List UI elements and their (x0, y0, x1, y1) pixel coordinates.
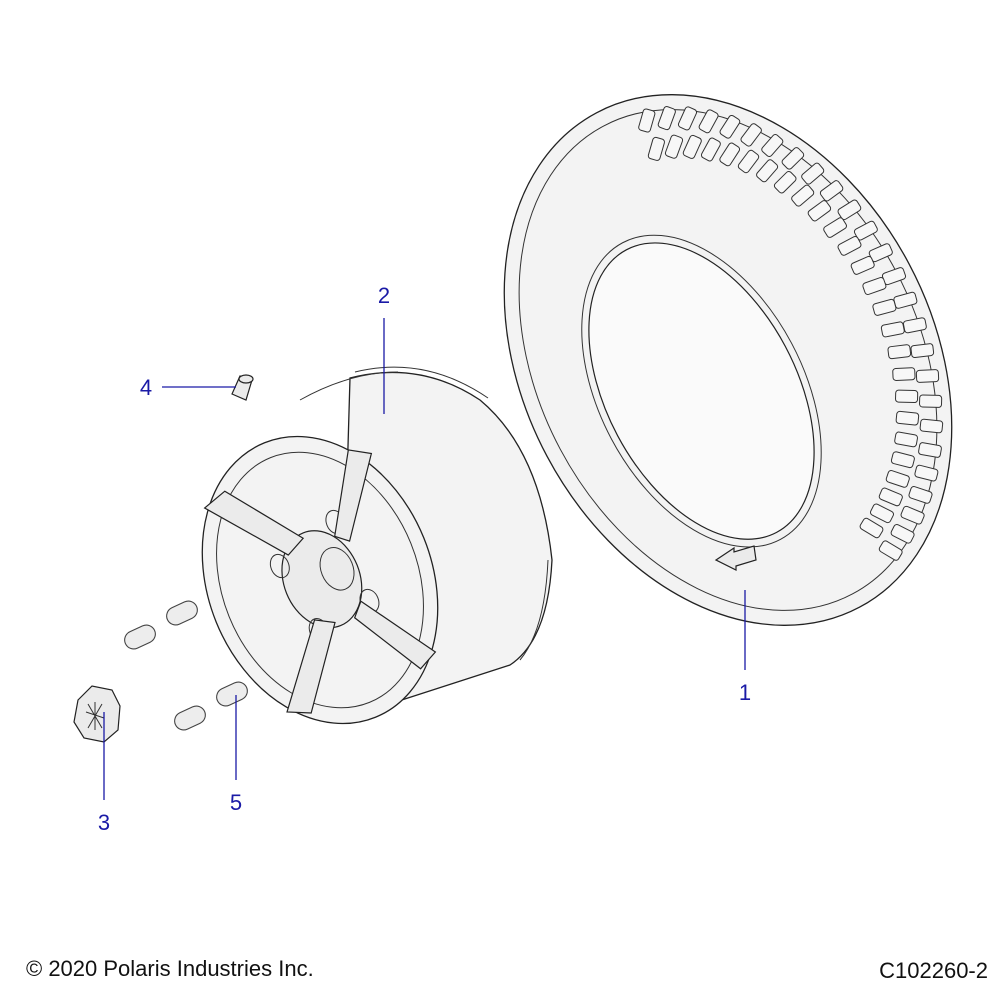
tread-block (919, 418, 944, 434)
tread-block (895, 389, 919, 404)
copyright-notice: © 2020 Polaris Industries Inc. (26, 956, 314, 981)
tread-block (664, 134, 684, 159)
drawing-number: C102260-2 (879, 958, 988, 983)
tread-block (837, 236, 862, 256)
wheel (201, 366, 553, 725)
tread-lugs (638, 106, 944, 561)
tread-block (682, 134, 702, 159)
tread-block (878, 540, 903, 561)
lug-nut (216, 681, 248, 707)
tread-block (878, 487, 903, 507)
tread-block (638, 108, 656, 133)
tread-block (647, 136, 665, 161)
lug-nuts (124, 600, 248, 731)
callout-2-label: 2 (378, 283, 390, 308)
tread-block (915, 369, 940, 383)
tread-block (895, 410, 920, 426)
tread-block (872, 298, 897, 316)
tread-block (837, 199, 862, 221)
tread-block (900, 505, 925, 525)
callout-3-label: 3 (98, 810, 110, 835)
tread-block (781, 147, 805, 170)
tread-block (880, 321, 905, 338)
tread-block (853, 220, 878, 241)
tread-block (677, 106, 698, 131)
tread-block (894, 431, 918, 448)
tread-block (801, 162, 825, 185)
tread-block (737, 149, 760, 174)
tread-block (892, 367, 916, 381)
tread-block (756, 159, 779, 183)
tread-block (890, 524, 915, 544)
tread-block (918, 442, 942, 458)
valve-stem (231, 374, 254, 401)
tread-block (700, 137, 721, 162)
tread-block (887, 344, 912, 360)
lug-nut (166, 600, 198, 626)
tread-block (819, 180, 844, 202)
center-cap (73, 685, 121, 743)
tread-block (919, 394, 943, 408)
tread-block (910, 343, 935, 359)
callout-1-label: 1 (739, 680, 751, 705)
tread-block (862, 277, 887, 295)
tread-block (807, 200, 832, 222)
lug-nut (124, 624, 156, 650)
rotation-arrow-icon (714, 545, 757, 571)
tread-block (885, 470, 910, 488)
lug-nut (174, 705, 206, 731)
tread-block (870, 503, 894, 524)
callout-4-label: 4 (140, 375, 152, 400)
tread-block (740, 123, 762, 147)
tread-block (823, 217, 847, 238)
tread-block (719, 114, 741, 139)
tread-block (657, 106, 676, 131)
tire (503, 94, 953, 626)
tread-block (761, 134, 784, 157)
tread-block (791, 184, 815, 207)
callout-5-label: 5 (230, 790, 242, 815)
tread-block (773, 170, 797, 194)
tread-block (908, 486, 933, 504)
tread-block (859, 517, 884, 539)
tread-block (850, 255, 875, 275)
tread-block (698, 109, 719, 134)
tread-block (719, 142, 741, 167)
tread-block (914, 464, 939, 482)
tread-block (890, 451, 915, 469)
